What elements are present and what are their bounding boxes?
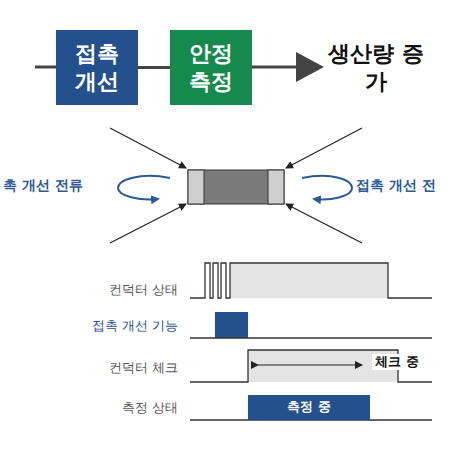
result-text: 생산량 증가	[328, 40, 424, 95]
current-label: 촉 개선 전류	[3, 177, 83, 195]
signal-name: 측정 상태	[122, 400, 178, 416]
signal-name: 접촉 개선 기능	[92, 318, 178, 334]
flow-arrowhead	[296, 52, 324, 82]
probe-line	[286, 128, 362, 168]
probe-line	[110, 128, 186, 168]
conductor-state-fill	[230, 263, 388, 298]
current-arrow	[118, 176, 170, 200]
check-span-arrow	[258, 364, 362, 365]
check-wave	[190, 350, 432, 382]
flow-connector	[138, 66, 170, 69]
flow-line	[35, 66, 58, 69]
signal-name: 컨덕터 체크	[109, 360, 178, 376]
probe-line	[286, 204, 362, 243]
chip-body	[188, 170, 284, 204]
signal-name: 컨덕터 상태	[109, 282, 178, 298]
node-text: 안정 측정	[176, 40, 246, 95]
probe-line	[110, 204, 186, 243]
node-text: 측정 중	[287, 399, 331, 415]
contact-pulse	[215, 312, 248, 338]
contact-wave	[190, 337, 432, 338]
process-box: 안정 측정	[170, 30, 252, 105]
measure-pulse-box: 측정 중	[248, 395, 370, 420]
process-box: 접촉 개선	[56, 30, 138, 105]
conductor-state-wave	[190, 263, 432, 298]
check-label: 체크 중	[372, 354, 422, 370]
chip-terminal	[188, 170, 204, 204]
current-label: 접촉 개선 전	[356, 177, 436, 195]
chip-terminal	[268, 170, 284, 204]
flow-line	[248, 66, 300, 69]
node-text: 접촉 개선	[62, 40, 132, 95]
current-arrow	[302, 176, 352, 200]
